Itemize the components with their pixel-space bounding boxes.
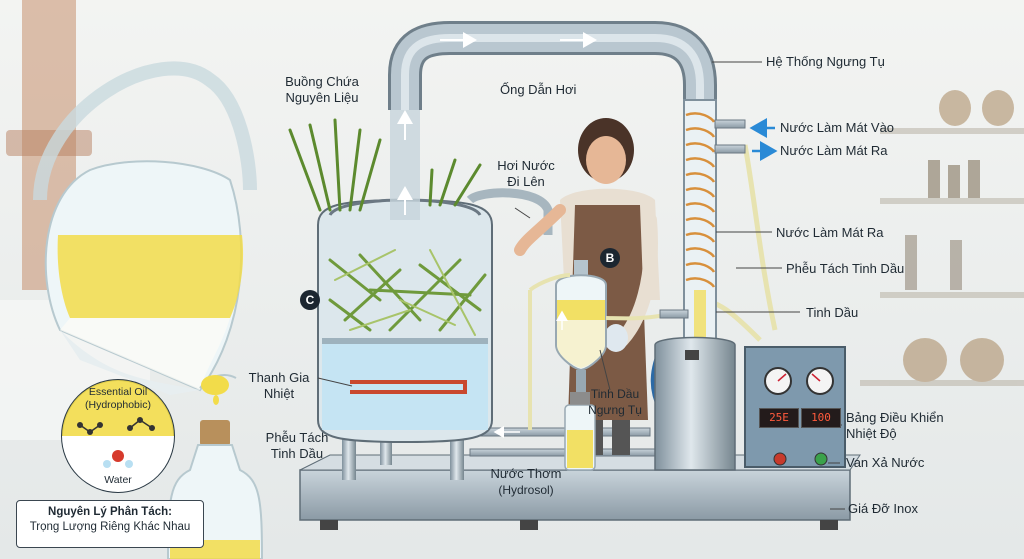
label-heating-bar-line2: Nhiệt <box>263 386 295 401</box>
label-hydrosol-line2: (Hydrosol) <box>498 483 554 497</box>
label-material-chamber-line1: Buồng Chứa <box>285 74 359 89</box>
lower-tank <box>654 336 736 471</box>
label-rising-steam: Hơi Nước Đi Lên <box>486 158 566 190</box>
label-rising-steam-line2: Đi Lên <box>507 174 545 189</box>
herb-bundle <box>288 118 482 212</box>
inset-essential-oil-label: Essential Oil (Hydrophobic) <box>72 386 164 412</box>
label-rising-steam-line1: Hơi Nước <box>497 158 555 173</box>
label-separator-funnel-right: Phễu Tách Tinh Dầu <box>786 261 905 276</box>
label-hydrosol-line1: Nước Thơm <box>490 466 562 481</box>
marker-b: B <box>600 248 620 268</box>
principle-title: Nguyên Lý Phân Tách: <box>48 506 172 518</box>
left-separatory-flask <box>33 61 257 405</box>
label-heating-bar: Thanh Gia Nhiệt <box>240 370 318 402</box>
inset-essential-oil-line1: Essential Oil <box>88 386 148 398</box>
label-heating-bar-line1: Thanh Gia <box>248 370 310 385</box>
label-condensed-oil-line1: Tinh Dầu <box>590 387 640 401</box>
separator-funnel <box>555 260 607 392</box>
label-cooling-water-out: Nước Làm Mát Ra <box>776 225 884 240</box>
marker-c: C <box>300 290 320 310</box>
label-cooling-water-out-top: Nước Làm Mát Ra <box>780 143 888 158</box>
label-cooling-water-in: Nước Làm Mát Vào <box>780 120 895 135</box>
principle-text: Trọng Lượng Riêng Khác Nhau <box>29 521 191 533</box>
label-vapor-pipe: Ống Dẫn Hơi <box>500 82 577 97</box>
label-control-panel-line1: Bảng Điều Khiển <box>846 410 944 425</box>
label-separator-funnel-left-line2: Tinh Dầu <box>270 446 324 461</box>
background-shelves <box>860 90 1024 386</box>
leader-lines <box>317 61 845 510</box>
label-material-chamber: Buồng Chứa Nguyên Liệu <box>274 74 370 106</box>
label-condensed-oil-line2: Ngưng Tụ <box>588 403 642 417</box>
temperature-display-1: 25E <box>759 408 799 428</box>
label-separator-funnel-left: Phễu Tách Tinh Dầu <box>258 430 336 462</box>
label-material-chamber-line2: Nguyên Liệu <box>285 90 359 105</box>
label-control-panel-line2: Nhiệt Độ <box>846 426 897 441</box>
control-panel <box>744 346 846 468</box>
vapor-pipe <box>388 20 717 110</box>
condenser-column <box>659 99 746 361</box>
label-drain-valve: Van Xả Nước <box>846 455 925 470</box>
label-condensing-system: Hệ Thống Ngưng Tụ <box>766 54 885 69</box>
label-control-panel: Bảng Điều Khiển Nhiệt Độ <box>846 410 944 442</box>
label-hydrosol: Nước Thơm (Hydrosol) <box>480 466 572 498</box>
separation-inset <box>61 379 175 493</box>
inset-water-label: Water <box>104 474 132 486</box>
water-molecule-icon <box>103 450 133 468</box>
main-vessel <box>317 198 493 444</box>
label-stainless-stand: Giá Đỡ Inox <box>848 501 918 516</box>
label-condensed-oil: Tinh Dầu Ngưng Tụ <box>580 386 650 418</box>
collection-bottle-small <box>564 392 596 471</box>
label-separator-funnel-left-line1: Phễu Tách <box>265 430 329 445</box>
separation-principle-box: Nguyên Lý Phân Tách: Trọng Lượng Riêng K… <box>16 500 204 548</box>
inset-essential-oil-line2: (Hydrophobic) <box>85 399 151 411</box>
label-essential-oil: Tinh Dầu <box>806 305 859 320</box>
temperature-display-2: 100 <box>801 408 841 428</box>
